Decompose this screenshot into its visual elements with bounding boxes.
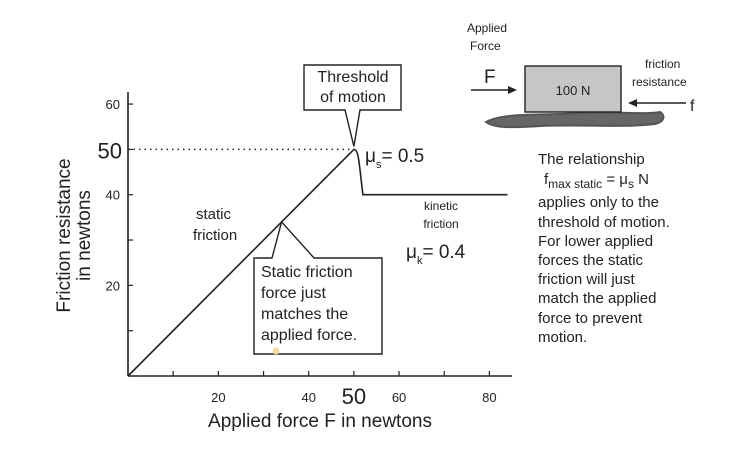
threshold-callout-box	[303, 64, 402, 147]
static-callout-line: force just	[261, 285, 326, 302]
axes	[127, 92, 512, 377]
y-tick-label: 20	[106, 278, 120, 293]
relationship-line: threshold of motion.	[538, 213, 670, 231]
x-axis-title: Applied force F in newtons	[208, 411, 432, 432]
force-arrow-head	[508, 86, 517, 94]
static-friction-label-line: friction	[193, 227, 237, 244]
relationship-line: friction will just	[538, 271, 635, 289]
static-callout-line: matches the	[261, 306, 348, 323]
mu-kinetic-label: μk= 0.4	[406, 242, 466, 267]
y-tick-label-highlight: 50	[98, 138, 122, 163]
applied-force-label-line: Applied	[467, 21, 507, 35]
formula-mu: μ	[619, 171, 628, 189]
relationship-line: force to prevent	[538, 309, 643, 327]
relationship-line: applies only to the	[538, 194, 659, 212]
series-layer	[127, 148, 508, 377]
static-callout-line: Static friction	[261, 264, 353, 281]
friction-curve	[127, 148, 508, 377]
block	[524, 65, 622, 113]
highlight-dot	[272, 347, 280, 355]
relationship-line: match the applied	[538, 290, 657, 308]
force-symbol: F	[484, 67, 496, 88]
block-label: 100 N	[556, 83, 591, 98]
y-tick-label: 40	[106, 188, 120, 203]
x-tick-label: 40	[301, 390, 315, 405]
y-axis-title-line: Friction resistance	[54, 158, 75, 312]
x-tick-label: 80	[482, 390, 496, 405]
formula-lhs-sub: max static	[548, 177, 603, 192]
formula-eq: =	[602, 171, 620, 189]
relationship-line: For lower applied	[538, 232, 654, 250]
tick-marks	[128, 103, 491, 376]
y-axis-title-line: in newtons	[74, 190, 95, 281]
relationship-intro: The relationship	[538, 151, 645, 168]
friction-arrow-head	[628, 99, 637, 107]
x-tick-label: 60	[392, 390, 406, 405]
mu-static-label: μs= 0.5	[365, 146, 424, 171]
relationship-line: forces the static	[538, 252, 644, 270]
relationship-line: motion.	[538, 328, 588, 346]
static-friction-label-line: static	[196, 206, 232, 223]
x-tick-label: 20	[211, 390, 225, 405]
formula-mu-sub: s	[627, 177, 634, 192]
applied-force-label-line: Force	[470, 39, 501, 53]
friction-resistance-label-line: friction	[645, 57, 680, 71]
static-callout-line: applied force.	[261, 327, 357, 344]
formula-rhs: N	[633, 171, 649, 189]
formula-lhs: f	[544, 171, 549, 189]
friction-symbol: f	[690, 98, 695, 115]
kinetic-friction-label-line: kinetic	[424, 199, 458, 213]
relationship-formula: fmax static = μs N	[538, 170, 738, 192]
threshold-callout-line: Threshold	[317, 69, 388, 86]
x-tick-label-highlight: 50	[342, 384, 366, 409]
threshold-callout-line: of motion	[320, 89, 386, 106]
relationship-text: The relationship fmax static = μs N appl…	[538, 150, 738, 347]
ground-surface	[484, 110, 665, 129]
friction-resistance-label-line: resistance	[632, 75, 687, 89]
y-tick-label: 60	[106, 97, 120, 112]
kinetic-friction-label-line: friction	[423, 217, 458, 231]
